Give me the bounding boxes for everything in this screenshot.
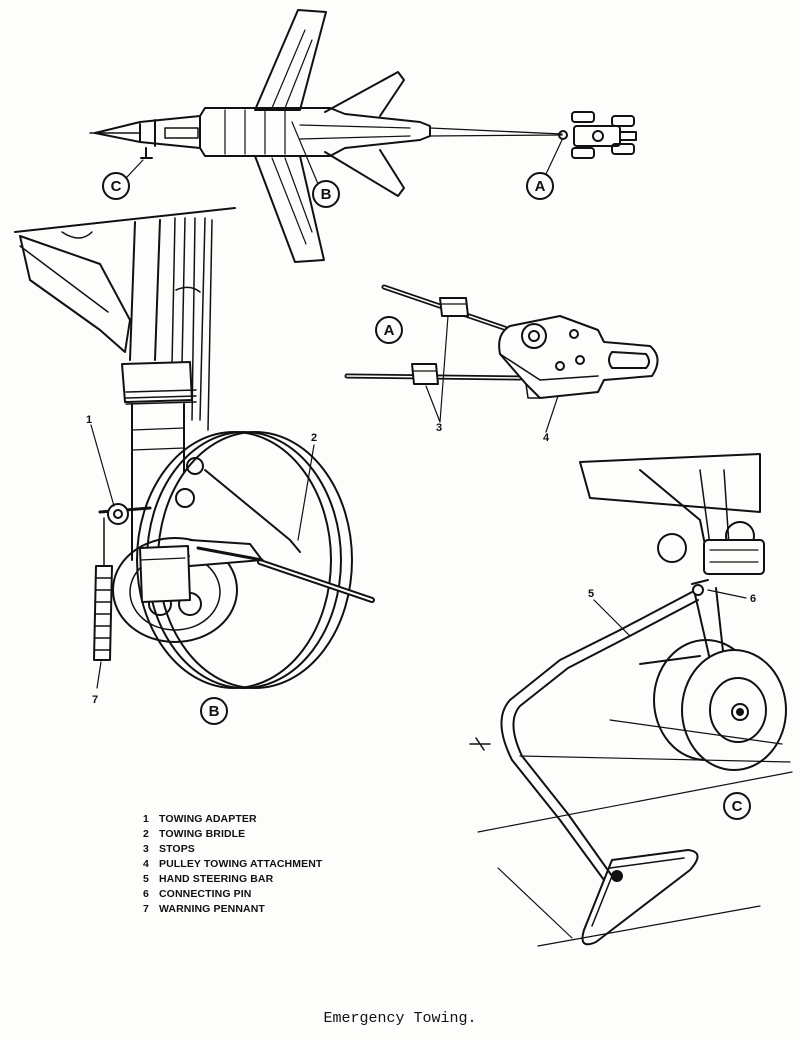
legend-number: 7 [143, 903, 149, 915]
legend-label: HAND STEERING BAR [159, 873, 274, 885]
legend-item: 2 TOWING BRIDLE [143, 827, 322, 842]
svg-text:B: B [209, 703, 220, 720]
svg-text:A: A [535, 178, 546, 195]
legend-item: 5 HAND STEERING BAR [143, 872, 322, 887]
legend-item: 1 TOWING ADAPTER [143, 812, 322, 827]
svg-text:6: 6 [750, 593, 756, 605]
legend-number: 6 [143, 888, 149, 900]
tow-tractor-icon [571, 111, 637, 159]
svg-text:C: C [111, 178, 122, 195]
figure-caption: Emergency Towing. [323, 1010, 477, 1027]
aircraft-planform [89, 9, 568, 263]
legend-number: 1 [143, 813, 149, 825]
legend-label: WARNING PENNANT [159, 903, 265, 915]
legend-item: 6 CONNECTING PIN [143, 887, 322, 902]
svg-text:A: A [384, 322, 395, 339]
legend-label: CONNECTING PIN [159, 888, 252, 900]
svg-text:C: C [732, 798, 743, 815]
view-a-pulley-detail: A 3 4 [344, 284, 659, 444]
view-c-nose-gear-detail: 5 6 C [469, 453, 793, 947]
view-b-main-gear-detail: 1 2 7 B [14, 207, 375, 725]
svg-text:B: B [321, 186, 332, 203]
view-c-callout: C [102, 159, 144, 200]
svg-text:4: 4 [543, 432, 550, 444]
legend-number: 2 [143, 828, 149, 840]
legend-number: 3 [143, 843, 149, 855]
svg-text:1: 1 [86, 414, 92, 426]
legend-number: 5 [143, 873, 149, 885]
legend-label: PULLEY TOWING ATTACHMENT [159, 858, 323, 870]
legend-item: 7 WARNING PENNANT [143, 902, 322, 917]
legend-number: 4 [143, 858, 149, 870]
legend-item: 3 STOPS [143, 842, 322, 857]
legend-item: 4 PULLEY TOWING ATTACHMENT [143, 857, 322, 872]
legend-label: TOWING ADAPTER [159, 813, 257, 825]
svg-text:3: 3 [436, 422, 442, 434]
svg-text:5: 5 [588, 588, 594, 600]
svg-text:2: 2 [311, 432, 317, 444]
view-a-callout: A [526, 139, 563, 200]
svg-text:7: 7 [92, 694, 98, 706]
legend-label: TOWING BRIDLE [159, 828, 246, 840]
view-b-callout: B [291, 121, 340, 208]
legend-label: STOPS [159, 843, 195, 855]
